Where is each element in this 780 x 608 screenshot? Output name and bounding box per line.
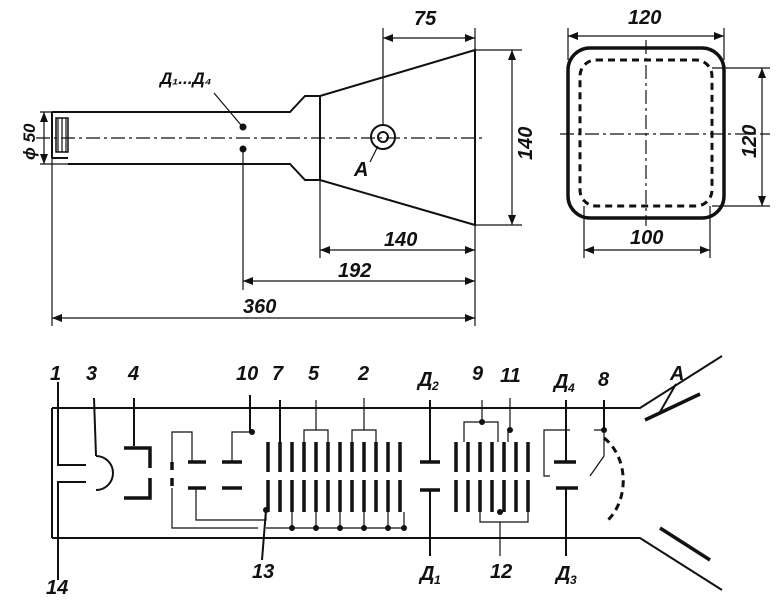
dim-360-label: 360 <box>243 296 276 318</box>
label-d1: Д <box>418 563 434 585</box>
post-accel-arc <box>603 436 625 522</box>
dim-192-label: 192 <box>338 260 371 282</box>
label-2: 2 <box>357 363 369 385</box>
label-3: 3 <box>86 363 97 385</box>
label-11: 11 <box>500 365 521 387</box>
label-d2-sub: 2 <box>431 379 439 393</box>
label-12: 12 <box>490 561 512 583</box>
bracket-5 <box>303 400 329 442</box>
label-7: 7 <box>272 363 284 385</box>
dim-140-horizontal: 140 <box>319 180 476 258</box>
modulator-lower <box>124 478 152 500</box>
label-9: 9 <box>472 363 484 385</box>
first-anode-plates <box>188 460 206 490</box>
lens2-bars-lower <box>454 480 530 512</box>
first-anode-wire-top <box>171 431 193 462</box>
label-14: 14 <box>46 577 68 599</box>
dim-140-vertical: 140 <box>475 49 537 226</box>
dim-140-vertical-label: 140 <box>515 127 537 160</box>
screen-upper-coating <box>644 392 701 422</box>
bracket-2 <box>351 398 377 442</box>
electrode-schematic <box>51 355 723 591</box>
lens-bars-lower <box>266 480 402 512</box>
dim-120-vertical: 120 <box>712 67 770 207</box>
lead-3 <box>93 397 97 457</box>
cathode-lead-14 <box>57 481 86 580</box>
pin-dot-lower <box>239 145 247 153</box>
lead-13 <box>261 509 267 561</box>
bracket-11 <box>507 398 511 442</box>
pins-range-label: Д₁...Д₄ <box>158 69 212 88</box>
dim-75: 75 <box>382 8 476 125</box>
anode-leader <box>369 145 379 163</box>
second-grid-wire-top <box>231 431 252 462</box>
bracket-12 <box>479 512 529 556</box>
anode-label-top: A <box>353 159 368 181</box>
d4-left-wire <box>543 429 570 474</box>
second-grid-plates <box>222 460 242 490</box>
dim-120-top: 120 <box>567 7 725 60</box>
lens2-bars-upper <box>454 442 530 472</box>
label-8: 8 <box>598 369 610 391</box>
anode-button-inner <box>377 131 389 143</box>
lens-bus <box>266 512 405 529</box>
label-d1-sub: 1 <box>434 573 441 587</box>
label-d4-sub: 4 <box>567 381 575 395</box>
dim-120-vertical-label: 120 <box>739 125 761 158</box>
label-4: 4 <box>127 363 139 385</box>
lens-bus-dots <box>289 525 407 531</box>
lead-8-wire <box>589 429 605 477</box>
screen-lower-coating <box>659 526 711 562</box>
base-pin-lines <box>57 118 67 152</box>
label-d4: Д <box>552 371 568 393</box>
second-grid-wire-bottom <box>195 488 267 521</box>
label-13: 13 <box>252 561 274 583</box>
pin-dot-upper <box>239 123 247 131</box>
lead-anode-bottom <box>659 383 677 413</box>
label-anode-bottom: A <box>669 363 684 385</box>
dim-360: 360 <box>51 158 476 326</box>
dim-100-label: 100 <box>630 227 663 249</box>
anode-button-outer <box>370 124 396 150</box>
dim-140-horizontal-label: 140 <box>384 229 417 251</box>
dim-phi50: ϕ 50 <box>20 111 68 165</box>
cathode-lead-1 <box>57 382 86 466</box>
pins-leader <box>213 92 242 126</box>
dim-phi50-label: ϕ 50 <box>20 123 39 160</box>
first-anode-wire-bottom <box>171 488 258 529</box>
modulator-upper <box>124 446 152 468</box>
dim-75-label: 75 <box>414 8 437 30</box>
label-10: 10 <box>236 363 258 385</box>
schematic-envelope <box>51 355 723 591</box>
dim-192: 192 <box>242 150 476 290</box>
label-d3: Д <box>554 563 570 585</box>
label-1: 1 <box>50 363 61 385</box>
label-5: 5 <box>308 363 320 385</box>
heater-arc <box>95 455 114 491</box>
tube-side-view <box>36 48 486 227</box>
lens-bars-upper <box>266 442 402 472</box>
tube-front-view <box>560 40 770 226</box>
dim-120-top-label: 120 <box>628 7 661 29</box>
electrode-labels: 1 3 4 10 7 5 2 Д 2 9 11 Д 4 8 A 14 13 Д … <box>46 363 684 599</box>
label-d2: Д <box>416 369 432 391</box>
dim-100: 100 <box>583 206 711 258</box>
label-d3-sub: 3 <box>570 573 577 587</box>
